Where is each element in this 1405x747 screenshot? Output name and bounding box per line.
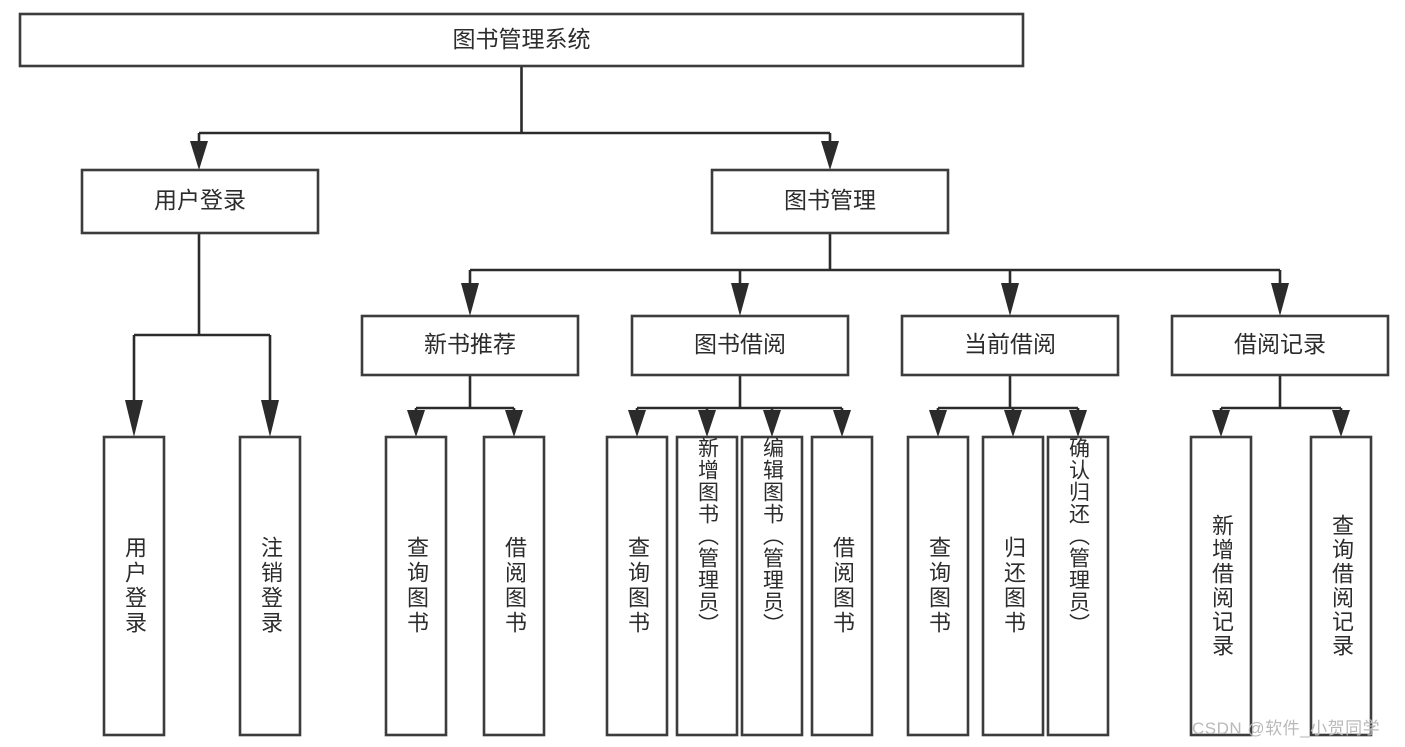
arrow-head-leaf-query-record bbox=[1332, 410, 1350, 437]
node-label-book-borrow: 图书借阅 bbox=[694, 331, 786, 357]
arrow-head-userlogin bbox=[190, 141, 208, 170]
connector-group-bookmanage bbox=[461, 233, 1289, 316]
arrow-head-leaf-borrow-book-bw bbox=[833, 410, 851, 437]
connector-group-currentborrow bbox=[929, 375, 1087, 437]
arrow-head-leaf-add-record bbox=[1212, 410, 1230, 437]
node-box-leaf-borrow-book-rec[interactable] bbox=[482, 435, 546, 737]
arrow-head-leaf-borrow-book-rec bbox=[505, 410, 523, 437]
connector-group-userlogin bbox=[125, 233, 279, 437]
node-box-leaf-user-login[interactable] bbox=[102, 435, 166, 737]
node-box-leaf-return-book[interactable] bbox=[981, 435, 1045, 737]
node-box-leaf-query-book-cb[interactable] bbox=[906, 435, 970, 737]
arrow-head-leaf-edit-book bbox=[763, 410, 781, 437]
node-box-book-borrow[interactable] bbox=[630, 314, 850, 377]
connector-group-root bbox=[190, 66, 839, 170]
arrow-head-leaf-add-book bbox=[698, 410, 716, 437]
connector-group-borrowrecord bbox=[1212, 375, 1350, 437]
node-box-user-login[interactable] bbox=[80, 168, 320, 235]
node-box-new-book-rec[interactable] bbox=[360, 314, 580, 377]
arrow-head-current-borrow bbox=[1001, 283, 1019, 316]
arrow-head-borrow-record bbox=[1271, 283, 1289, 316]
node-box-leaf-query-book-bw[interactable] bbox=[605, 435, 669, 737]
node-label-book-manage: 图书管理 bbox=[784, 187, 876, 213]
node-box-root[interactable] bbox=[18, 12, 1025, 68]
node-box-leaf-query-book-rec[interactable] bbox=[384, 435, 448, 737]
arrow-head-book-borrow bbox=[731, 283, 749, 316]
node-label-current-borrow: 当前借阅 bbox=[964, 331, 1056, 357]
node-box-current-borrow[interactable] bbox=[900, 314, 1120, 377]
arrow-head-leaf-user-login bbox=[125, 400, 143, 437]
node-box-borrow-record[interactable] bbox=[1170, 314, 1390, 377]
arrow-head-leaf-query-book-cb bbox=[929, 410, 947, 437]
node-label-borrow-record: 借阅记录 bbox=[1234, 331, 1326, 357]
node-label-new-book-rec: 新书推荐 bbox=[424, 331, 516, 357]
node-box-book-manage[interactable] bbox=[710, 168, 950, 235]
arrow-head-new-book-rec bbox=[461, 283, 479, 316]
node-box-leaf-add-book[interactable] bbox=[675, 435, 739, 737]
arrow-head-leaf-logout bbox=[261, 400, 279, 437]
arrow-head-leaf-query-book-rec bbox=[407, 410, 425, 437]
connector-group-newbookrec bbox=[407, 375, 523, 437]
node-box-leaf-confirm-return[interactable] bbox=[1046, 435, 1110, 737]
csdn-watermark: CSDN @软件_小贺同学 bbox=[1192, 719, 1381, 738]
arrow-head-bookmanage bbox=[821, 141, 839, 170]
connector-group-bookborrow bbox=[628, 375, 851, 437]
node-box-leaf-edit-book[interactable] bbox=[740, 435, 804, 737]
node-box-leaf-add-record[interactable] bbox=[1189, 435, 1253, 737]
node-label-root: 图书管理系统 bbox=[453, 26, 591, 52]
node-label-user-login: 用户登录 bbox=[154, 187, 246, 213]
node-box-leaf-query-record[interactable] bbox=[1309, 435, 1373, 737]
node-box-leaf-logout[interactable] bbox=[238, 435, 302, 737]
arrow-head-leaf-confirm-return bbox=[1069, 410, 1087, 437]
arrow-head-leaf-return-book bbox=[1004, 410, 1022, 437]
node-box-leaf-borrow-book-bw[interactable] bbox=[810, 435, 874, 737]
arrow-head-leaf-query-book-bw bbox=[628, 410, 646, 437]
